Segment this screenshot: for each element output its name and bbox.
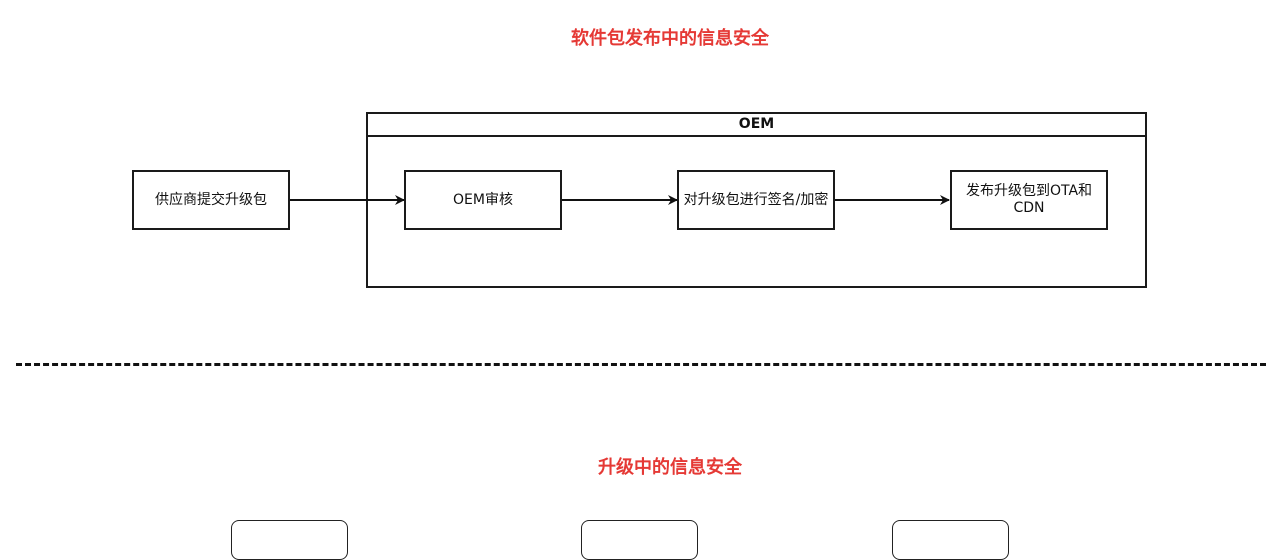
upgrade-node-3[interactable] [892,520,1009,560]
node-supplier-submit-label: 供应商提交升级包 [155,191,267,208]
node-publish-ota-cdn[interactable]: 发布升级包到OTA和CDN [950,170,1108,230]
node-oem-review[interactable]: OEM审核 [404,170,562,230]
section-divider [16,363,1266,366]
node-publish-ota-cdn-label: 发布升级包到OTA和CDN [965,183,1093,216]
node-sign-encrypt-label: 对升级包进行签名/加密 [683,191,829,208]
node-supplier-submit[interactable]: 供应商提交升级包 [132,170,290,230]
node-sign-encrypt[interactable]: 对升级包进行签名/加密 [677,170,835,230]
node-oem-review-label: OEM审核 [453,191,513,208]
upgrade-node-1[interactable] [231,520,348,560]
section-title-upgrade: 升级中的信息安全 [598,457,742,478]
upgrade-node-2[interactable] [581,520,698,560]
oem-container-label: OEM [368,114,1145,137]
section-title-release: 软件包发布中的信息安全 [571,28,769,49]
